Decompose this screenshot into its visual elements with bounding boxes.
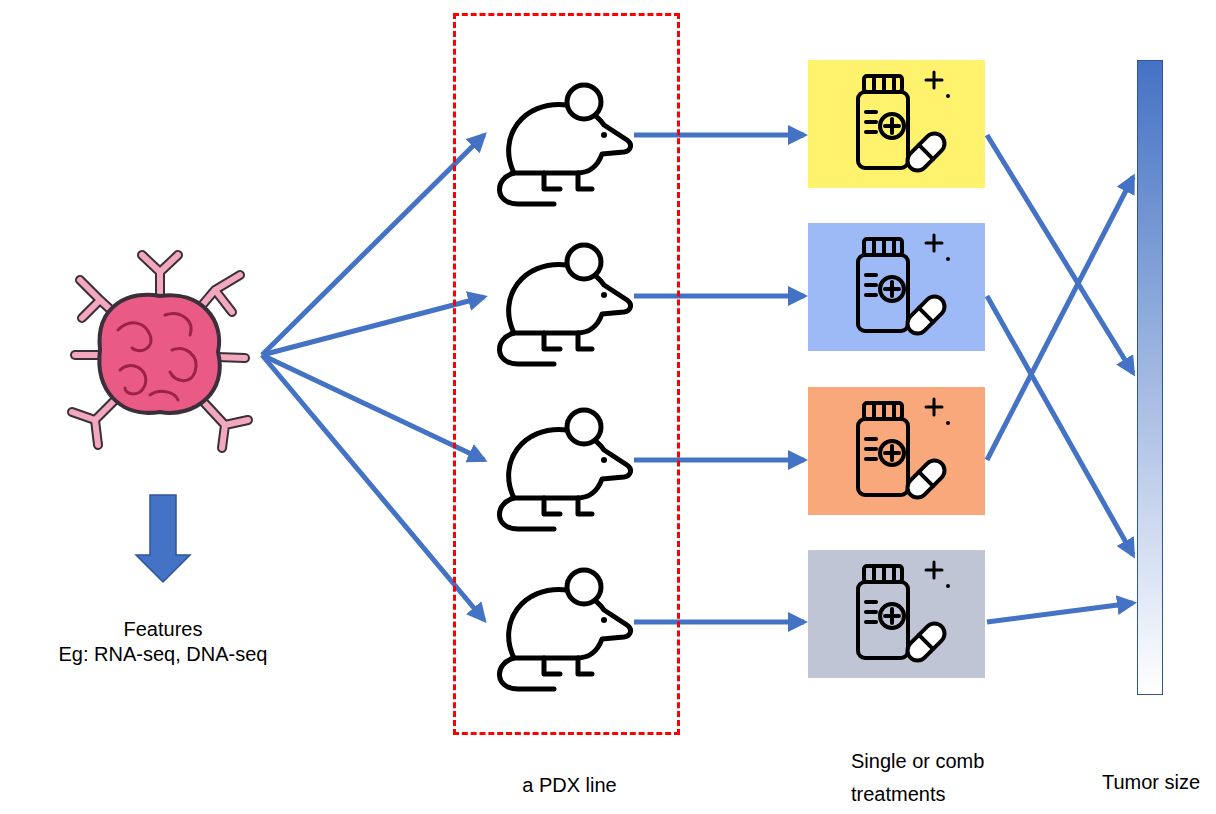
arrow bbox=[262, 355, 484, 460]
arrow bbox=[987, 177, 1133, 460]
treatment-box bbox=[808, 223, 985, 351]
tumor-size-bar: Tumor size bbox=[1137, 60, 1163, 695]
feature-heading: Features bbox=[124, 617, 203, 641]
arrow bbox=[634, 133, 804, 138]
arrow bbox=[634, 620, 804, 625]
illustration bbox=[499, 410, 630, 529]
arrow bbox=[262, 135, 484, 355]
antibody bbox=[72, 255, 248, 448]
tumor-texture bbox=[165, 314, 191, 335]
node-label: Tumor size bbox=[1102, 770, 1200, 794]
illustration bbox=[858, 399, 950, 502]
antibody-outline bbox=[72, 255, 248, 448]
illustration bbox=[499, 570, 630, 689]
tumor-texture bbox=[118, 323, 151, 351]
tumor-texture bbox=[118, 314, 196, 400]
tumor-texture bbox=[150, 391, 178, 400]
tumor-texture bbox=[120, 366, 146, 394]
treatment-box bbox=[808, 387, 985, 515]
treatment-box bbox=[808, 60, 985, 188]
feature-examples: Eg: RNA-seq, DNA-seq bbox=[59, 642, 268, 666]
arrow bbox=[987, 603, 1133, 622]
treatment-box bbox=[808, 550, 985, 678]
arrow bbox=[262, 135, 1133, 622]
tumor-texture bbox=[170, 349, 196, 381]
illustration bbox=[499, 85, 630, 204]
pdx-line-box: a PDX line bbox=[453, 13, 680, 735]
tumor-illustration bbox=[72, 255, 248, 448]
illustration bbox=[858, 235, 950, 338]
down-arrow bbox=[136, 495, 190, 582]
tumor-body bbox=[99, 295, 219, 413]
arrow bbox=[262, 355, 484, 620]
illustration bbox=[499, 245, 630, 364]
arrow bbox=[634, 458, 804, 463]
arrow bbox=[987, 296, 1133, 555]
illustration bbox=[858, 72, 950, 175]
node-label: a PDX line bbox=[522, 773, 617, 797]
illustration bbox=[858, 562, 950, 665]
treatment-caption: Single or comb treatments bbox=[851, 745, 996, 811]
arrow bbox=[634, 294, 804, 299]
arrow bbox=[262, 297, 484, 355]
